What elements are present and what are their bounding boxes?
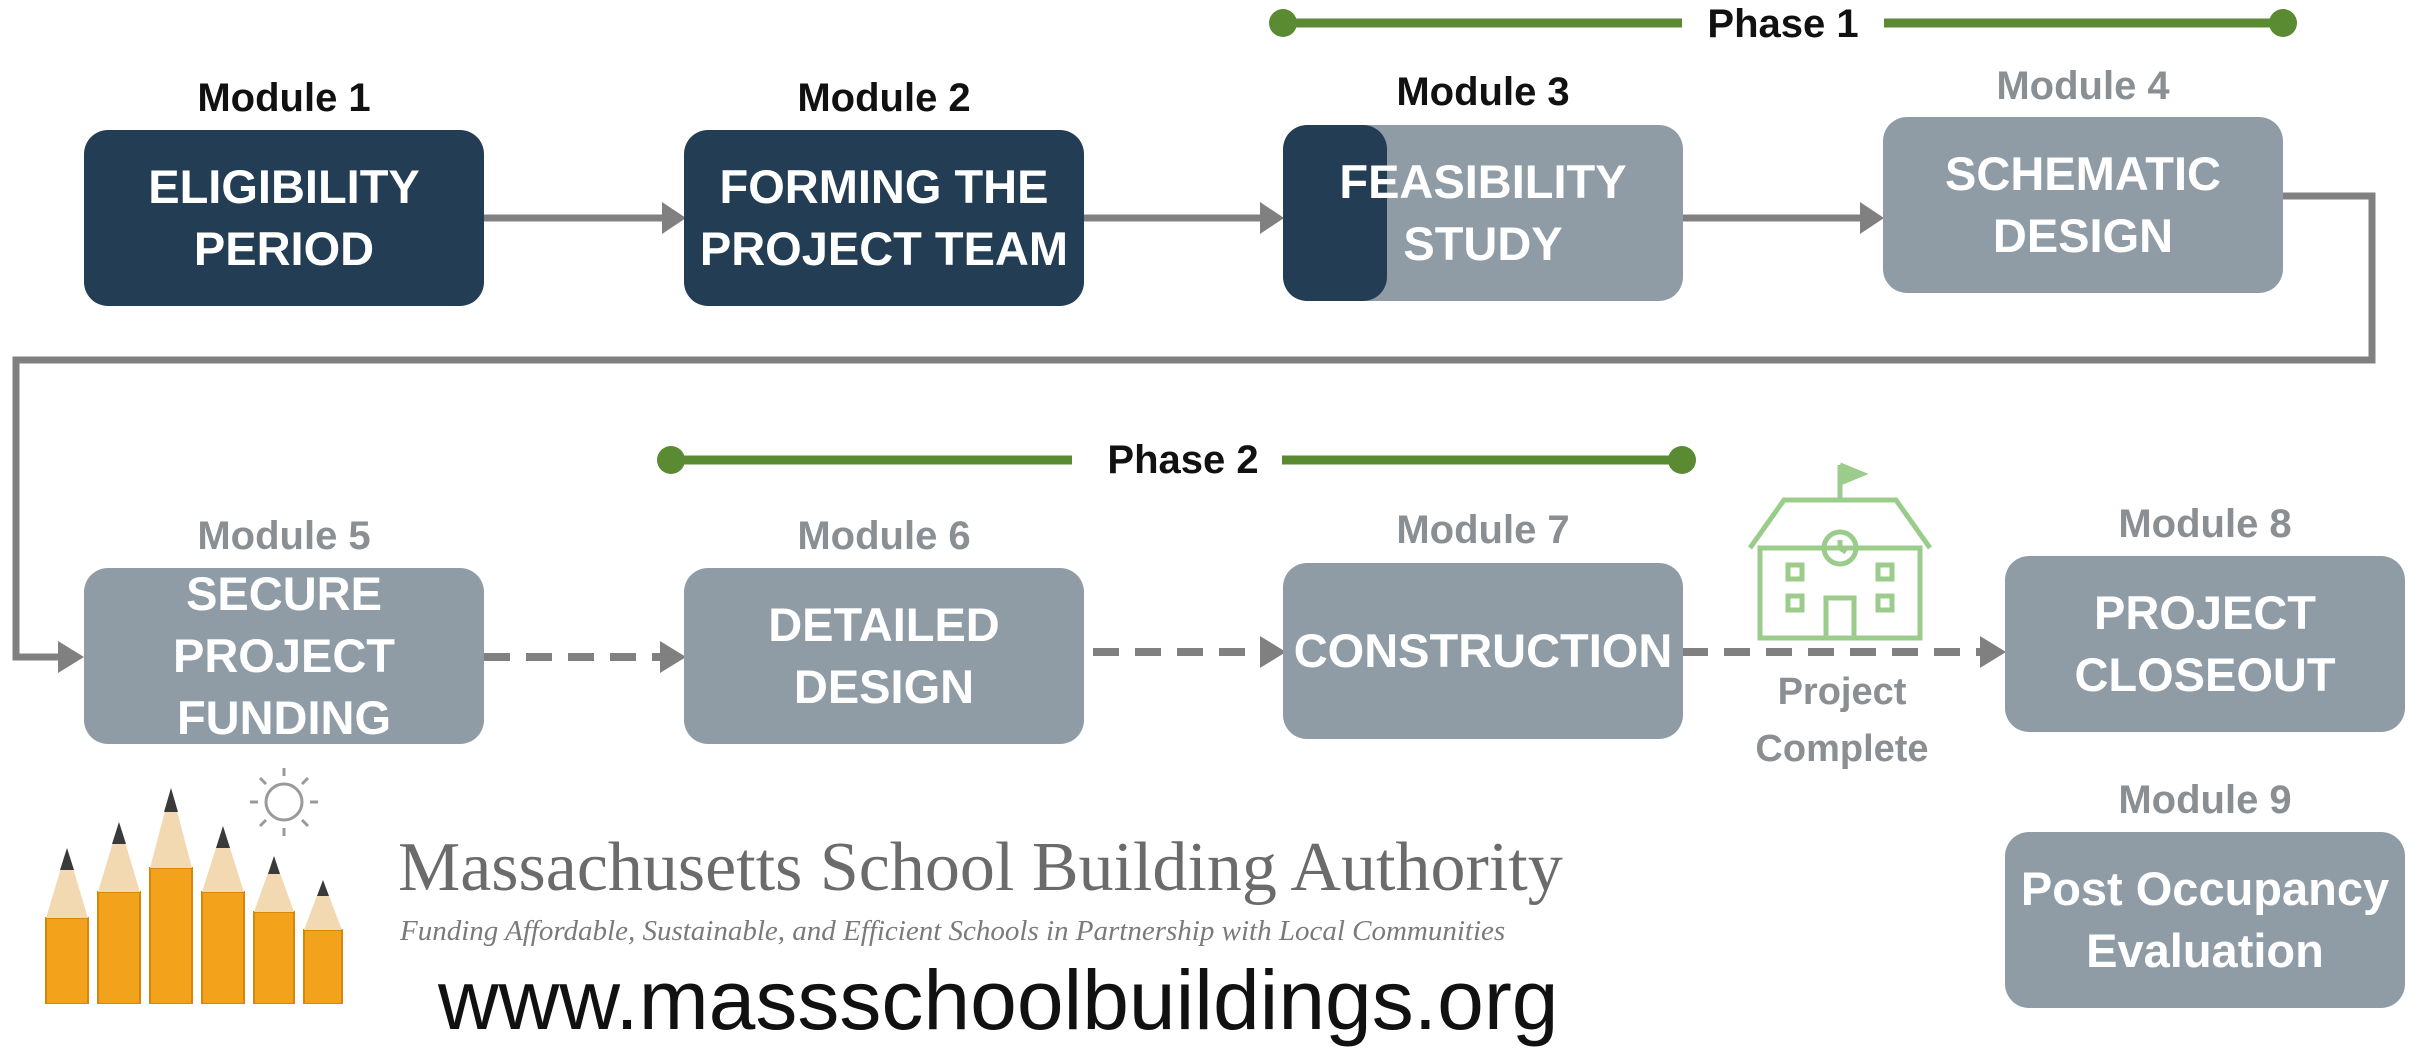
org-name: Massachusetts School Building Authority — [398, 829, 1563, 906]
module-6-title: DETAILED DESIGN — [768, 598, 1000, 713]
org-url[interactable]: www.massschoolbuildings.org — [438, 953, 1559, 1047]
module-3-box[interactable]: FEASIBILITY STUDY — [1283, 125, 1683, 301]
phase-1-line — [1269, 9, 2297, 37]
arrow-module2-to-module3 — [1083, 202, 1284, 234]
module-4-box[interactable]: SCHEMATIC DESIGN — [1883, 117, 2283, 293]
module-1-title: ELIGIBILITY PERIOD — [148, 160, 420, 275]
module-9-box[interactable]: Post Occupancy Evaluation — [2005, 832, 2405, 1008]
module-3-title: FEASIBILITY STUDY — [1339, 155, 1627, 270]
phase-2-label: Phase 2 — [1107, 438, 1259, 482]
pencils-logo-icon — [45, 768, 343, 1004]
module-5-box[interactable]: SECURE PROJECT FUNDING — [84, 568, 484, 744]
module-3-progress-fill — [1283, 125, 1387, 301]
module-9-label: Module 9 — [2118, 778, 2292, 822]
module-8-box[interactable]: PROJECT CLOSEOUT — [2005, 556, 2405, 732]
arrow-module1-to-module2 — [484, 202, 686, 234]
module-1-box[interactable]: ELIGIBILITY PERIOD — [84, 130, 484, 306]
arrow-module3-to-module4 — [1682, 202, 1884, 234]
module-8-label: Module 8 — [2118, 502, 2292, 546]
process-diagram: Phase 1 Phase 2 Module 1 ELIGIBILITY PER… — [12, 2, 2405, 1047]
module-6-box[interactable]: DETAILED DESIGN — [684, 568, 1084, 744]
module-2-box[interactable]: FORMING THE PROJECT TEAM — [684, 130, 1084, 306]
module-3-label: Module 3 — [1396, 70, 1570, 114]
module-7-box[interactable]: CONSTRUCTION — [1283, 563, 1683, 739]
connector-layer — [12, 9, 2376, 1004]
arrow-module6-to-module7 — [1093, 636, 1286, 668]
phase-1-label: Phase 1 — [1707, 2, 1859, 46]
arrow-module4-to-module5 — [12, 192, 2376, 673]
module-2-title: FORMING THE PROJECT TEAM — [699, 160, 1069, 275]
org-tagline: Funding Affordable, Sustainable, and Eff… — [400, 915, 1506, 947]
module-4-label: Module 4 — [1996, 64, 2170, 108]
module-6-label: Module 6 — [797, 514, 971, 558]
module-9-title: Post Occupancy Evaluation — [2020, 862, 2390, 977]
module-4-title: SCHEMATIC DESIGN — [1945, 147, 2221, 262]
module-5-title: SECURE PROJECT FUNDING — [173, 568, 395, 744]
school-house-icon — [1747, 462, 1933, 641]
module-8-title: PROJECT CLOSEOUT — [2074, 586, 2336, 701]
project-complete-label: Project Complete — [1755, 671, 1929, 770]
arrow-module5-to-module6 — [484, 641, 686, 673]
phase-2-line — [657, 446, 1696, 474]
module-2-label: Module 2 — [797, 76, 971, 120]
arrow-module7-to-module8 — [1682, 636, 2006, 668]
module-5-label: Module 5 — [197, 514, 371, 558]
module-7-label: Module 7 — [1396, 508, 1570, 552]
module-1-label: Module 1 — [197, 76, 371, 120]
module-7-title: CONSTRUCTION — [1293, 624, 1673, 677]
